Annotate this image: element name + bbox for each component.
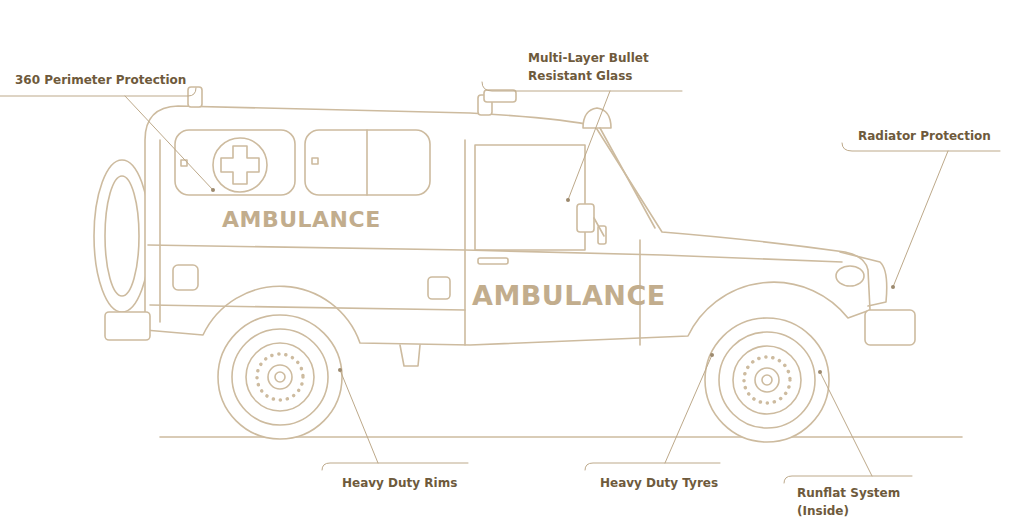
callout-bracket	[784, 476, 912, 483]
box-window	[175, 130, 295, 195]
box-window	[305, 130, 430, 195]
callout-lines	[0, 82, 1000, 483]
callout-bracket	[322, 463, 468, 470]
callout-label: 360 Perimeter Protection	[15, 71, 215, 89]
rear-bumper	[105, 312, 150, 340]
callout-label: Multi-Layer Bullet Resistant Glass	[528, 49, 658, 85]
medical-cross	[221, 146, 259, 184]
rim-bolts	[744, 357, 790, 403]
cross-circle	[213, 138, 267, 192]
mud-flap	[400, 345, 420, 366]
hub-cap	[275, 372, 285, 382]
leader-dot	[211, 188, 215, 192]
rim-bolts	[257, 354, 303, 400]
window-divider	[366, 130, 368, 195]
front-rim	[733, 346, 801, 414]
rear-hub	[268, 365, 292, 389]
leader-line	[340, 370, 378, 463]
snorkel	[600, 128, 655, 228]
body-outline	[145, 106, 870, 345]
leader-line	[820, 372, 872, 476]
door-outline	[465, 140, 640, 345]
roof-light	[188, 87, 202, 107]
leader-dot	[338, 368, 342, 372]
front-hub	[755, 368, 779, 392]
leader-dot	[891, 285, 895, 289]
leader-line	[568, 91, 610, 200]
leader-line	[125, 96, 213, 190]
side-mirror	[577, 204, 594, 232]
body-crease	[150, 305, 465, 310]
rear-door-line	[159, 140, 161, 322]
headlight	[836, 266, 864, 286]
callout-label: Heavy Duty Rims	[342, 474, 502, 492]
callout-bracket	[0, 88, 196, 96]
vehicle-lettering: AMBULANCE	[472, 280, 666, 311]
leader-dot	[818, 370, 822, 374]
door-handle	[478, 258, 508, 264]
fuel-flap	[428, 277, 450, 299]
mirror-mount	[598, 226, 606, 244]
spare-tyre-rim	[105, 176, 139, 296]
side-marker	[173, 265, 198, 290]
light-bar	[484, 90, 516, 102]
leader-dot	[566, 198, 570, 202]
callout-bracket	[585, 463, 720, 470]
leader-line	[893, 151, 948, 287]
front-bumper	[865, 310, 915, 345]
hub-cap	[762, 375, 772, 385]
callout-label: Radiator Protection	[858, 127, 1018, 145]
leader-dot	[710, 353, 714, 357]
callout-label: Runflat System (Inside)	[797, 484, 907, 520]
spare-tyre	[94, 160, 150, 312]
callout-bracket	[842, 143, 1000, 151]
leader-line	[665, 355, 712, 463]
window-latch	[312, 158, 318, 164]
vehicle-drawing	[94, 87, 962, 442]
vehicle-lettering: AMBULANCE	[222, 207, 381, 232]
belt-line	[148, 245, 842, 262]
callout-label: Heavy Duty Tyres	[600, 474, 760, 492]
callout-bracket	[482, 82, 682, 91]
rear-tyre-wall	[232, 329, 328, 425]
rear-rim	[246, 343, 314, 411]
front-tyre-wall	[719, 332, 815, 428]
rear-tyre	[218, 315, 342, 439]
leader-dots	[211, 188, 895, 374]
front-tyre	[705, 318, 829, 442]
